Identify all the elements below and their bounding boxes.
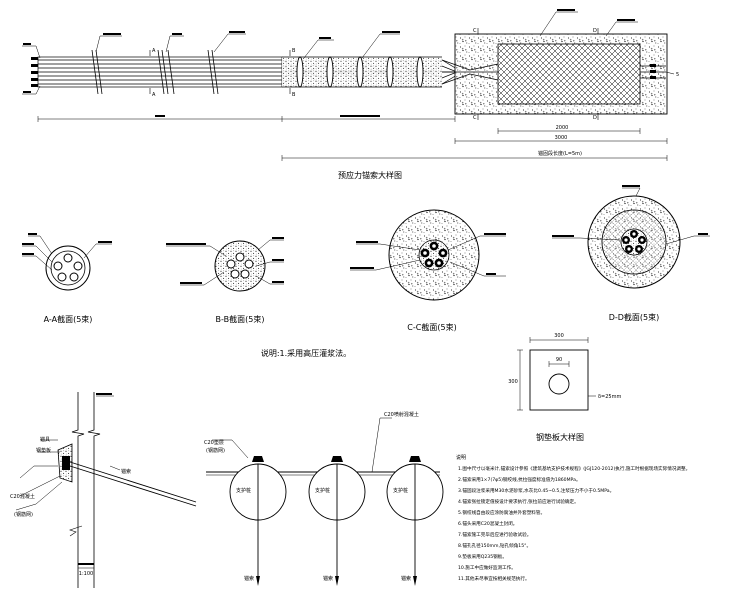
dim-anchor-block: 2000 <box>556 125 569 131</box>
anchor-longitudinal-view: A A B B <box>22 9 679 161</box>
pile-label-shotcrete: C20喷射混凝土 <box>384 411 419 418</box>
dimension-lines-top <box>37 116 668 161</box>
leader-text-marks <box>23 9 635 93</box>
plate-dim-w: 300 <box>554 333 564 339</box>
note-line-9: 9.垫板采用Q235钢板。 <box>458 553 507 560</box>
note-line-7: 7.锚索施工完毕后应进行验收试验。 <box>458 531 531 538</box>
spacer-rings <box>296 56 424 88</box>
front-label-tendon: 锚索 <box>121 468 131 475</box>
note-line-2: 2.锚索采用1×7(7φ5)钢绞线,抗拉强度标准值为1860MPa。 <box>458 476 581 483</box>
note-line-10: 10.施工中应做好监测工作。 <box>458 564 516 571</box>
remark-text: 说明:1.采用高压灌浆法。 <box>261 348 351 358</box>
section-mark-b-top: B <box>292 48 296 54</box>
pile-label-1: 支护桩 <box>236 487 251 494</box>
pile-label-2: 支护桩 <box>315 487 330 494</box>
section-c-c-caption: C-C截面(5束) <box>407 322 456 332</box>
pile-tendon-label-2: 锚索 <box>323 575 333 582</box>
section-mark-a-bottom: A <box>152 92 156 98</box>
pile-tendon-label-3: 锚索 <box>401 575 411 582</box>
section-mark-c-bottom: C <box>473 115 477 121</box>
section-mark-d-bottom: D <box>593 115 597 121</box>
scale-caption: 1:100 <box>79 571 93 577</box>
pile-tendon-label-1: 锚索 <box>244 575 254 582</box>
note-line-1: 1.图中尺寸以毫米计,锚索设计参照《建筑基坑支护技术规程》(JGJ120-201… <box>458 465 690 472</box>
pile-label-3: 支护桩 <box>393 487 408 494</box>
note-line-3: 3.锚固段注浆采用M30水泥砂浆,水灰比0.45~0.5,注浆压力不小于0.5M… <box>458 487 614 494</box>
front-label-anchorage: 锚具 <box>40 436 50 443</box>
anchor-head-left <box>31 57 38 87</box>
leader-lines-top <box>22 11 638 95</box>
note-line-8: 8.锚孔孔径150mm,钻孔倾角15°。 <box>458 542 531 549</box>
dim-anchor-length: 锚固段长度(L=5m) <box>538 150 582 157</box>
section-b-b-caption: B-B截面(5束) <box>216 314 265 324</box>
anchor-head-right <box>650 64 656 79</box>
notes-title: 说明 <box>456 454 466 461</box>
plate-hole-dim: 90 <box>556 357 562 363</box>
plate-dim-h: 300 <box>508 379 518 385</box>
pile-label-mesh: (钢筋网) <box>206 447 225 454</box>
sections-title: 预应力锚索大样图 <box>338 170 402 180</box>
section-mark-b-bottom: B <box>292 92 296 98</box>
section-mark-a-top: A <box>152 48 156 54</box>
anchor-head-detail: 锚具 钢垫板 C20混凝土 锚索 (钢筋网) <box>10 392 197 588</box>
section-c-c: C-C截面(5束) <box>350 209 506 332</box>
end-label: 5 <box>676 72 679 78</box>
steel-plate-detail: 300 300 90 δ=25mm 钢垫板大样图 <box>508 333 621 442</box>
note-line-6: 6.锚头采用C20混凝土封闭。 <box>458 520 517 527</box>
anchor-block <box>454 33 668 115</box>
note-line-4: 4.锚索张拉锁定值按设计要求执行,张拉前应进行试验确定。 <box>458 498 579 505</box>
front-label-concrete: C20混凝土 <box>10 493 35 500</box>
section-a-a: A-A截面(5束) <box>22 233 112 324</box>
section-d-d-caption: D-D截面(5束) <box>609 312 660 322</box>
section-a-a-caption: A-A截面(5束) <box>44 314 93 324</box>
dim-block-width: 3000 <box>555 135 568 141</box>
notes-block: 说明 1.图中尺寸以毫米计,锚索设计参照《建筑基坑支护技术规程》(JGJ120-… <box>456 454 690 582</box>
note-line-5: 5.钢绞线自由段应涂防腐油并外套塑料管。 <box>458 509 545 516</box>
note-line-11: 11.其他未尽事宜按相关规范执行。 <box>458 575 530 582</box>
front-label-plate: 钢垫板 <box>36 447 51 454</box>
section-mark-c-top: C <box>473 28 477 34</box>
pile-label-c20-cushion: C20垫层 <box>204 439 224 446</box>
front-label-mesh: (钢筋网) <box>14 511 33 518</box>
plate-title: 钢垫板大样图 <box>536 432 584 442</box>
spacer-ties <box>91 49 219 95</box>
section-b-b: B-B截面(5束) <box>166 237 284 324</box>
section-markers-ab <box>149 50 291 94</box>
section-mark-d-top: D <box>593 28 597 34</box>
section-d-d: D-D截面(5束) <box>552 185 710 322</box>
strand-bundle-free-section <box>37 56 283 88</box>
pile-row-detail: C20垫层 (钢筋网) C20喷射混凝土 支护桩 支护桩 支护桩 锚索 锚索 锚… <box>204 411 444 586</box>
plate-thickness: δ=25mm <box>598 394 621 400</box>
